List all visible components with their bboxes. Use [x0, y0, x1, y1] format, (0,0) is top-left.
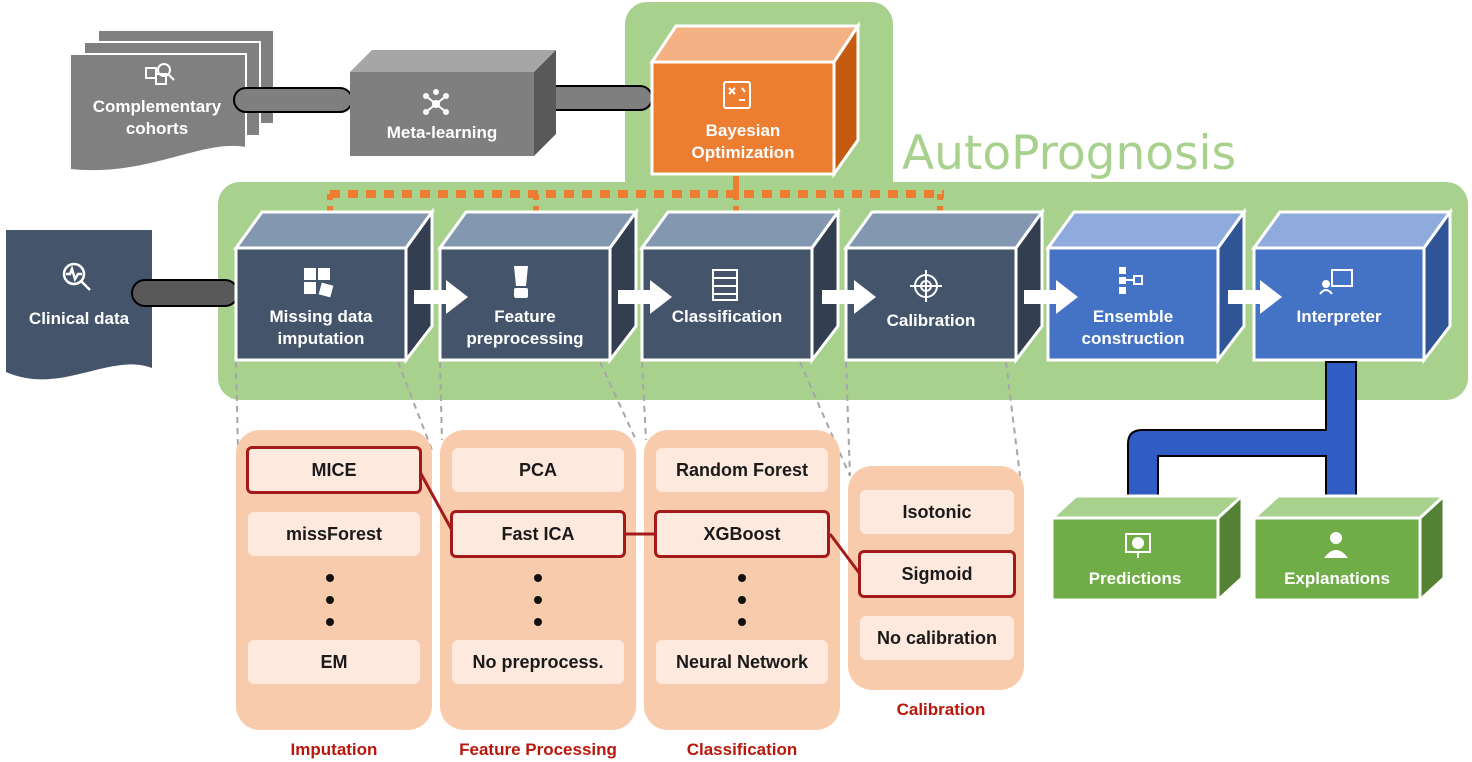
option-random-forest[interactable]: Random Forest: [656, 448, 828, 492]
option-sigmoid[interactable]: Sigmoid: [858, 550, 1016, 598]
network-icon: [423, 89, 449, 115]
complementary-cohorts-label: Complementary cohorts: [92, 97, 222, 138]
output-pipes: [1127, 361, 1357, 511]
meta-learning-cube: [350, 50, 556, 156]
complementary-cohorts-doc: [69, 29, 275, 173]
formula-icon: [723, 81, 751, 109]
clinical-data-label: Clinical data: [28, 309, 130, 328]
zoom-lines: [235, 361, 1021, 477]
classification-caption: Classification: [686, 740, 798, 759]
option-no-calibration[interactable]: No calibration: [860, 616, 1014, 660]
option-mice[interactable]: MICE: [246, 446, 422, 494]
feature-preprocessing-label: Feature preprocessing: [466, 307, 584, 348]
doctor-icon: [1324, 532, 1348, 558]
ensemble-icon: [1119, 267, 1143, 294]
cohorts-search-icon: [145, 63, 175, 85]
imputation-ellipsis: [325, 574, 335, 640]
clinical-search-icon: [62, 262, 91, 291]
option-xgboost[interactable]: XGBoost: [654, 510, 830, 558]
chart-presentation-icon: [1125, 533, 1151, 558]
classification-ellipsis: [737, 574, 747, 640]
pipeline-arrows: [414, 280, 1282, 314]
target-icon: [910, 270, 942, 302]
abacus-icon: [712, 269, 738, 301]
calibration-caption: Calibration: [896, 700, 986, 719]
predictions-cube: [1048, 492, 1246, 604]
option-em[interactable]: EM: [248, 640, 420, 684]
explanations-label: Explanations: [1284, 569, 1390, 588]
bayesian-optimization-label: Bayesian Optimization: [691, 121, 795, 162]
cohorts-meta-pipe: [233, 87, 353, 113]
interpreter-cube: [1251, 207, 1453, 365]
option-no-preprocess[interactable]: No preprocess.: [452, 640, 624, 684]
feature-cube: [437, 207, 639, 365]
selected-path: [418, 471, 862, 575]
feature-ellipsis: [533, 574, 543, 640]
classification-label: Classification: [671, 307, 783, 326]
imputation-label: Missing data imputation: [269, 307, 373, 348]
predictions-label: Predictions: [1088, 569, 1182, 588]
bayesian-optimization-cube: [649, 21, 861, 179]
imputation-caption: Imputation: [290, 740, 378, 759]
clinical-pipe: [131, 279, 239, 307]
interpreter-label: Interpreter: [1296, 307, 1382, 326]
feature-processing-caption: Feature Processing: [459, 740, 617, 759]
meta-learning-label: Meta-learning: [386, 123, 498, 142]
autoprognosis-title: AutoPrognosis: [902, 126, 1237, 181]
meta-bayesian-pipe: [539, 85, 653, 111]
explanations-cube: [1250, 492, 1448, 604]
option-pca[interactable]: PCA: [452, 448, 624, 492]
presenter-icon: [1319, 269, 1353, 295]
ensemble-construction-label: Ensemble construction: [1081, 307, 1185, 348]
clinical-data-doc: [6, 230, 152, 380]
imputation-cube: [233, 207, 435, 365]
blender-icon: [514, 266, 528, 298]
option-missforest[interactable]: missForest: [248, 512, 420, 556]
ensemble-cube: [1045, 207, 1247, 365]
puzzle-icon: [304, 268, 334, 298]
calibration-label: Calibration: [886, 311, 976, 330]
option-isotonic[interactable]: Isotonic: [860, 490, 1014, 534]
option-fast-ica[interactable]: Fast ICA: [450, 510, 626, 558]
option-neural-network[interactable]: Neural Network: [656, 640, 828, 684]
calibration-cube: [843, 207, 1045, 365]
classification-cube: [639, 207, 841, 365]
